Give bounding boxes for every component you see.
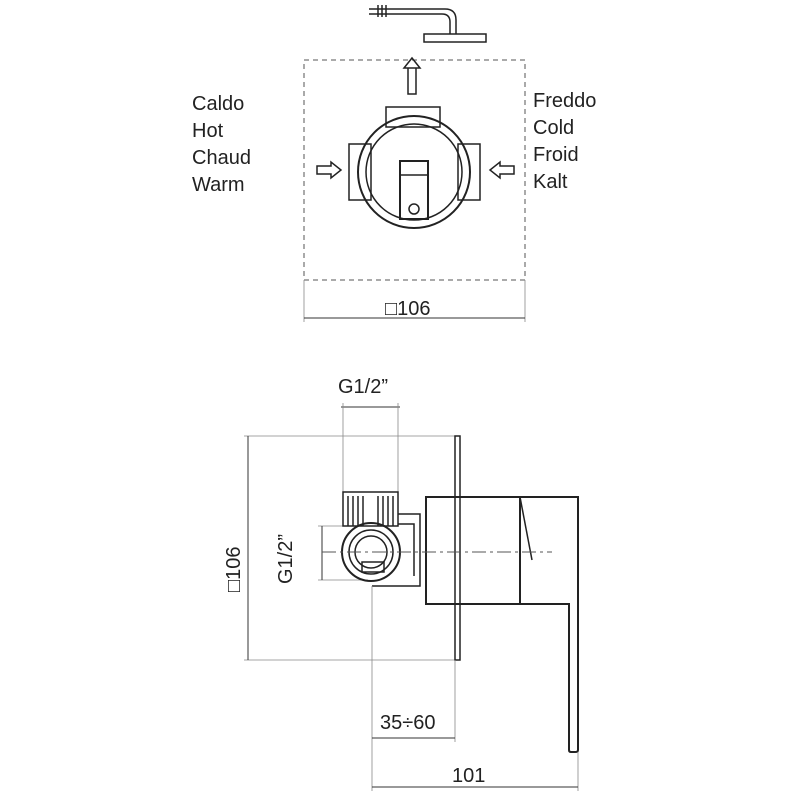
hot-inlet-arrow-icon: [316, 160, 343, 180]
cold-labels: Freddo Cold Froid Kalt: [533, 90, 596, 193]
thread-top-dimension: G1/2”: [338, 376, 400, 492]
valve-body-front: [348, 106, 481, 229]
thread-size-label-top: G1/2”: [338, 376, 388, 398]
cold-label-2: Cold: [533, 117, 574, 139]
side-view: G1/2” □106 G1/2”: [223, 376, 579, 791]
hot-label-3: Chaud: [192, 147, 251, 169]
cold-label-1: Freddo: [533, 90, 596, 112]
plate-size-label-top: □106: [385, 298, 430, 320]
wall-plate-side: [454, 435, 461, 661]
front-view: Caldo Hot Chaud Warm Freddo Cold Froid K…: [192, 5, 596, 322]
hot-label-4: Warm: [192, 174, 245, 196]
depth-range-label: 35÷60: [380, 712, 435, 734]
overall-depth-dimension: 101: [371, 742, 579, 791]
depth-range-dimension: 35÷60: [371, 586, 456, 742]
outlet-arrow-icon: [402, 56, 422, 95]
cold-label-4: Kalt: [533, 171, 568, 193]
shower-head-icon: [369, 5, 487, 43]
valve-body-side: [341, 491, 421, 587]
hot-label-1: Caldo: [192, 93, 244, 115]
mixer-handle-side: [425, 496, 579, 753]
thread-size-label-side: G1/2”: [275, 534, 297, 584]
cold-label-3: Froid: [533, 144, 579, 166]
hot-labels: Caldo Hot Chaud Warm: [192, 93, 251, 196]
plate-height-dimension: □106: [223, 435, 458, 661]
hot-label-2: Hot: [192, 120, 224, 142]
overall-depth-label: 101: [452, 765, 485, 787]
cold-inlet-arrow-icon: [488, 160, 515, 180]
plate-outline-front: [303, 59, 526, 281]
plate-width-dimension: □106: [303, 280, 526, 322]
plate-size-label-side: □106: [223, 547, 245, 592]
